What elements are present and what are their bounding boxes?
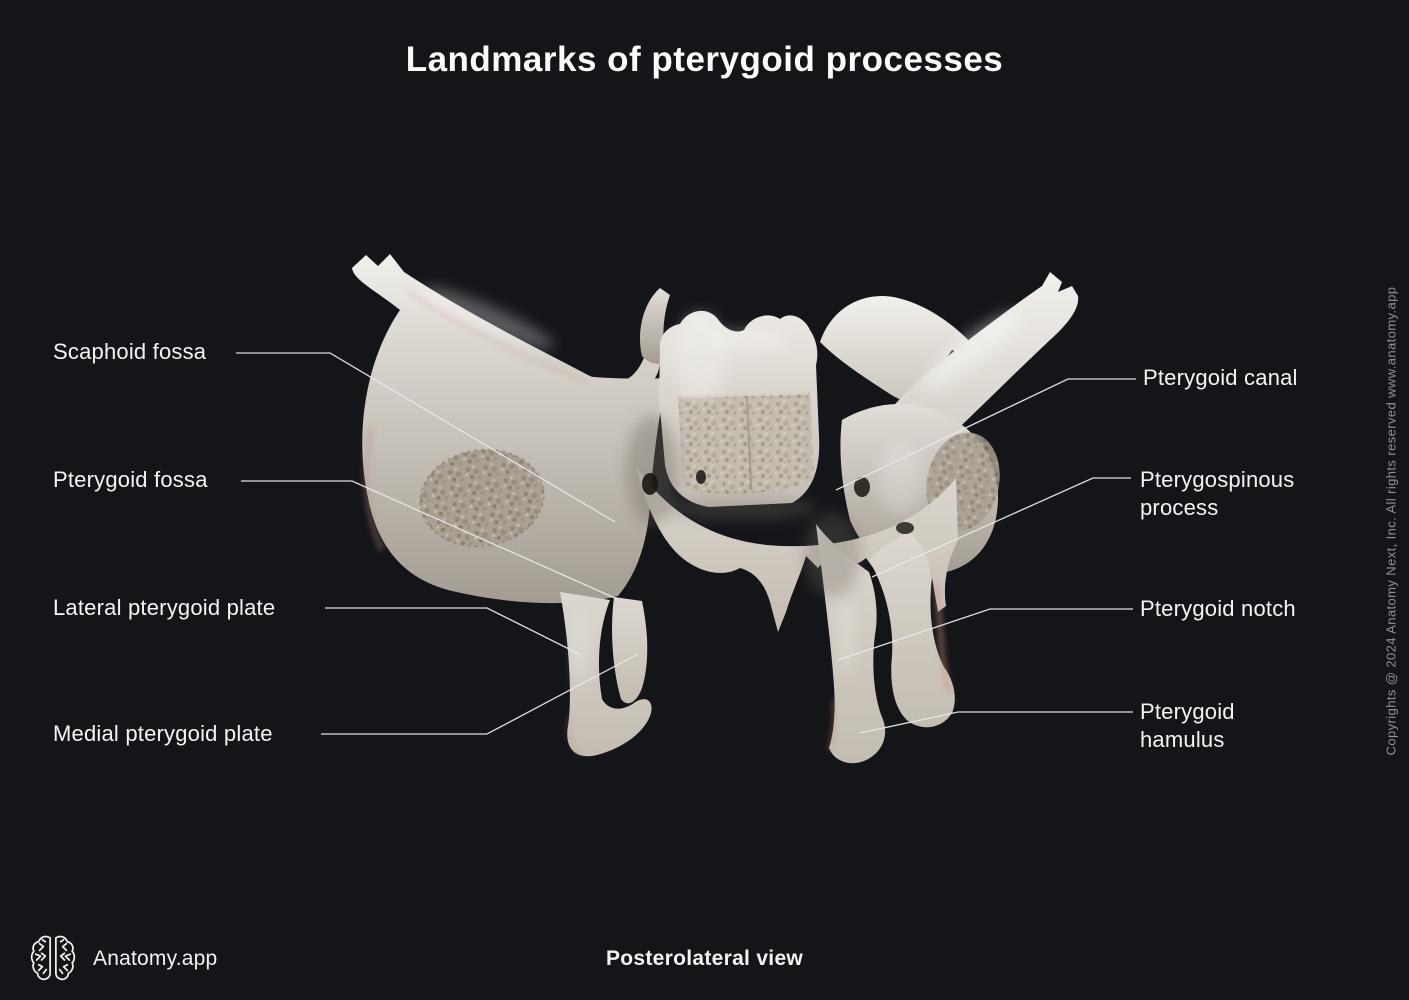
- leader-lateral-plate: [325, 607, 582, 656]
- right-lateral-plate-shape: [869, 532, 955, 728]
- leader-pterygoid-canal: [835, 378, 1136, 491]
- center-band-shape: [636, 466, 958, 632]
- pterygoid-canal-opening: [833, 483, 843, 497]
- leader-pterygoid-fossa: [241, 480, 618, 600]
- leader-pterygospinous: [871, 477, 1131, 578]
- left-trabecular-patch: [420, 449, 544, 547]
- brand-name: Anatomy.app: [93, 947, 218, 970]
- label-scaphoid-fossa: Scaphoid fossa: [53, 339, 207, 364]
- label-lateral-plate: Lateral pterygoid plate: [53, 595, 276, 620]
- leader-pterygoid-hamulus: [859, 711, 1133, 734]
- opening-mid-right: [854, 477, 870, 497]
- highlight-left-plate: [573, 612, 587, 684]
- highlight-right-plate: [839, 596, 853, 676]
- left-medial-plate-shape: [612, 597, 648, 704]
- opening-right: [896, 522, 914, 534]
- view-label: Posterolateral view: [605, 947, 804, 970]
- leader-scaphoid-fossa: [236, 352, 616, 523]
- page-title: Landmarks of pterygoid processes: [405, 40, 1004, 79]
- label-pterygoid-canal: Pterygoid canal: [1143, 365, 1298, 390]
- pink-edge-hamulus: [827, 699, 837, 751]
- shading-right-fossa: [804, 513, 860, 597]
- shading-left-fossa: [626, 415, 678, 525]
- body-face-groove: [745, 395, 753, 491]
- opening-mid-left: [696, 470, 706, 484]
- bone-render: [352, 254, 1079, 764]
- pink-edge-left: [364, 427, 385, 552]
- highlight-right-mass: [878, 442, 922, 514]
- leader-medial-plate: [321, 653, 639, 735]
- pink-edge-right-plate: [933, 583, 953, 693]
- body-trabecular-face: [678, 392, 814, 494]
- pink-edge-left-wing: [405, 288, 587, 384]
- brand-block: Anatomy.app: [30, 934, 217, 984]
- label-pterygoid-notch: Pterygoid notch: [1140, 596, 1296, 621]
- label-pterygoid-fossa: Pterygoid fossa: [53, 467, 208, 492]
- opening-left: [642, 473, 658, 495]
- highlight-body-top: [708, 330, 788, 350]
- highlight-left-wing: [422, 286, 554, 350]
- highlight-body: [674, 312, 726, 400]
- leader-pterygoid-notch: [837, 608, 1133, 661]
- label-pterygoid-hamulus: Pterygoid hamulus: [1140, 699, 1235, 752]
- label-medial-plate: Medial pterygoid plate: [53, 721, 273, 746]
- copyright-text: Copyrights @ 2024 Anatomy Next, Inc. All…: [1383, 286, 1399, 756]
- highlight-right-wing: [923, 311, 1021, 389]
- label-pterygospinous: Pterygospinous process: [1140, 467, 1295, 520]
- shading-under-body: [662, 496, 818, 520]
- pink-edge-left-plate: [567, 715, 585, 756]
- leader-lines: [236, 352, 1136, 735]
- trabecular-edge: [419, 448, 545, 548]
- brain-icon: [30, 935, 76, 981]
